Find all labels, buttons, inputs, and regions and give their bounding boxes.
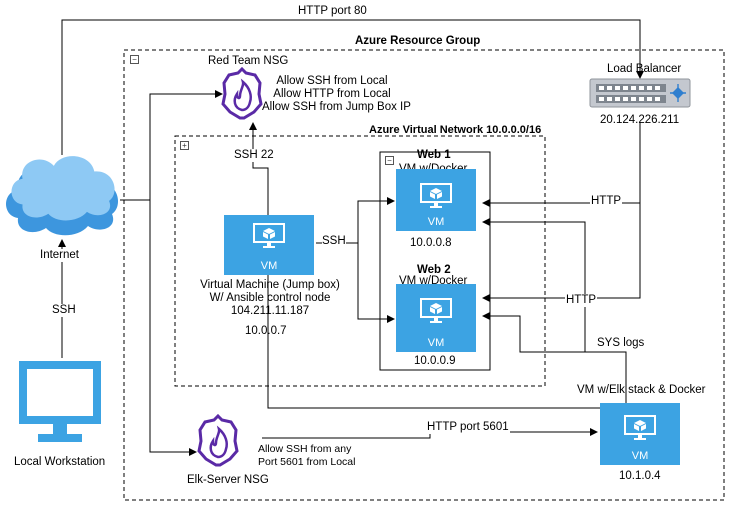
jumpbox-private-ip: 10.0.0.7	[245, 325, 287, 337]
vm-badge: VM	[427, 216, 445, 228]
monitor-icon	[420, 298, 452, 323]
monitor-icon	[253, 223, 285, 248]
edge-ssh-web1	[357, 197, 395, 243]
monitor-icon	[624, 415, 656, 440]
web1-vm-node[interactable]: VM	[396, 169, 476, 231]
edge-http-port-80	[61, 19, 644, 155]
vm-badge: VM	[631, 450, 649, 462]
red-nsg-rules: Allow SSH from Local Allow HTTP from Loc…	[262, 75, 411, 114]
edge-lb-web2	[482, 203, 641, 302]
sys-logs-label: SYS logs	[596, 337, 646, 350]
web2-vm-node[interactable]: VM	[396, 284, 476, 352]
jumpbox-line: Virtual Machine (Jump box)	[200, 279, 340, 291]
jumpbox-line: 104.211.11.187	[230, 305, 310, 317]
edge-ssh-web2	[357, 243, 395, 323]
load-balancer-title: Load Balancer	[607, 63, 682, 75]
resource-group-collapse-toggle[interactable]: −	[130, 55, 139, 64]
edge-internet-elk-nsg	[149, 200, 197, 456]
web2-vm-ip: 10.0.0.9	[414, 355, 456, 367]
edge-http-port-5601	[262, 428, 598, 439]
web-pool-collapse-toggle[interactable]: −	[385, 156, 394, 165]
shield-flame-icon-elk-nsg	[197, 413, 239, 467]
elk-nsg-rule: Allow SSH from any	[258, 443, 352, 455]
http-web1-label: HTTP	[590, 195, 623, 208]
web1-vm-ip: 10.0.0.8	[410, 237, 452, 249]
elk-vm-node[interactable]: VM	[600, 403, 680, 465]
vm-badge: VM	[427, 337, 445, 349]
jumpbox-line: W/ Ansible control node	[209, 292, 331, 304]
internet-label: Internet	[40, 249, 79, 262]
cloud-icon	[6, 156, 119, 236]
red-nsg-title: Red Team NSG	[208, 55, 289, 67]
ssh-jump-label: SSH	[322, 235, 346, 248]
edge-sys-logs-web2	[482, 312, 585, 353]
red-nsg-rule: Allow SSH from Local	[276, 75, 388, 87]
elk-vm-title: VM w/Elk stack & Docker	[577, 384, 706, 396]
elk-nsg-rule: Port 5601 from Local	[258, 456, 356, 468]
web2-label: Web 2	[417, 264, 451, 276]
http-web2-label: HTTP	[565, 294, 598, 307]
http-port-80-label: HTTP port 80	[298, 5, 367, 18]
shield-flame-icon-red-nsg	[221, 66, 263, 120]
elk-nsg-rules: Allow SSH from any Port 5601 from Local	[258, 443, 355, 469]
load-balancer-icon	[589, 78, 691, 108]
edge-ssh-22	[249, 122, 269, 215]
jumpbox-description: Virtual Machine (Jump box) W/ Ansible co…	[195, 279, 345, 318]
vnet-expand-toggle[interactable]: +	[180, 141, 189, 150]
load-balancer-ip: 20.124.226.211	[600, 114, 680, 126]
ssh-22-label: SSH 22	[233, 149, 275, 162]
http-port-5601-label: HTTP port 5601	[426, 421, 510, 434]
monitor-icon	[420, 183, 452, 208]
red-nsg-rule: Allow HTTP from Local	[273, 88, 391, 100]
red-nsg-rule: Allow SSH from Jump Box IP	[262, 101, 411, 113]
edge-internet-red-nsg	[149, 90, 223, 200]
elk-vm-ip: 10.1.0.4	[619, 470, 661, 482]
monitor-icon	[19, 361, 101, 442]
web1-label: Web 1	[417, 149, 451, 161]
resource-group-label: Azure Resource Group	[355, 35, 481, 47]
ssh-local-label: SSH	[50, 304, 78, 317]
vm-badge: VM	[260, 260, 278, 272]
elk-nsg-title: Elk-Server NSG	[187, 474, 269, 486]
edge-sys-logs-web1	[482, 218, 627, 408]
vnet-box	[174, 135, 546, 387]
vnet-label: Azure Virtual Network 10.0.0.0/16	[369, 124, 542, 136]
jumpbox-vm-node[interactable]: VM	[224, 215, 314, 275]
workstation-label: Local Workstation	[14, 456, 106, 468]
